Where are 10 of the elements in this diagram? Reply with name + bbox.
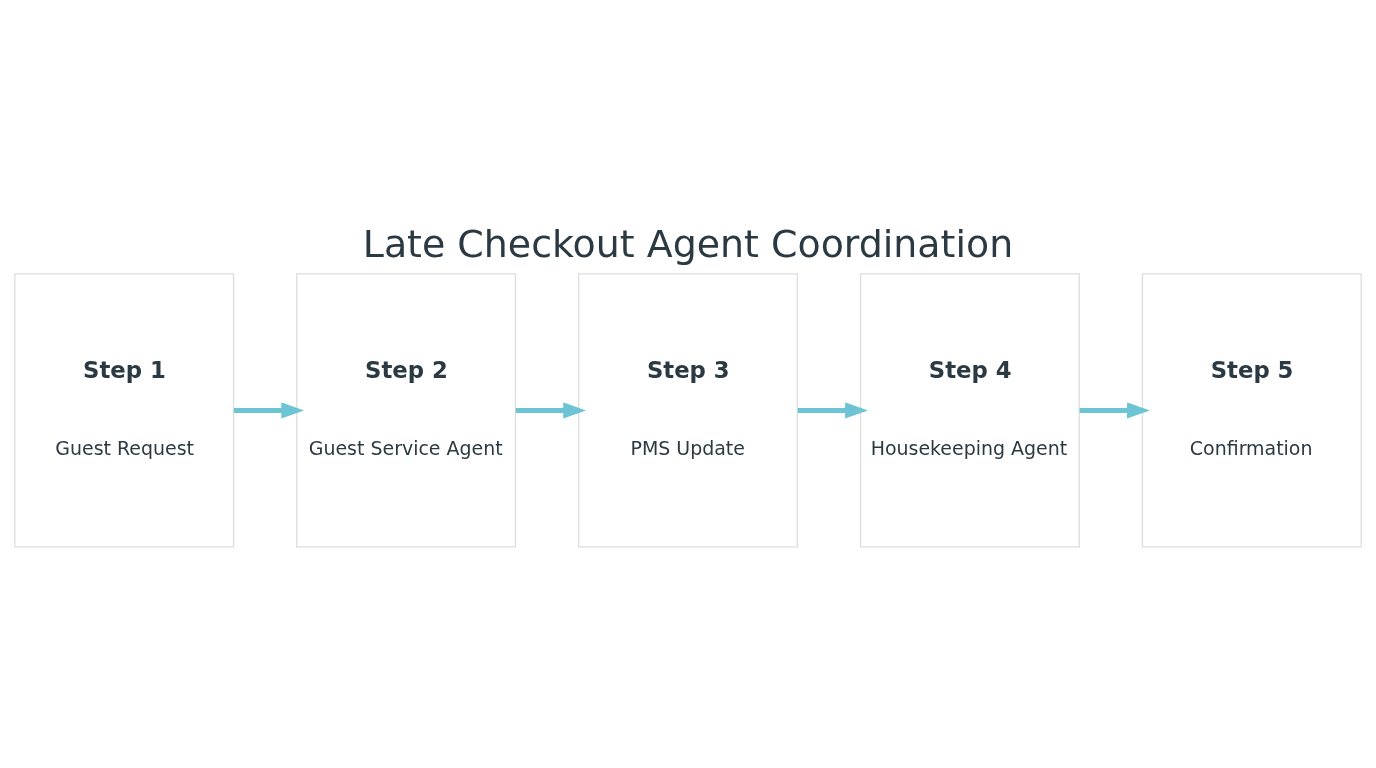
node-box: Step 1 Guest Request [14, 272, 235, 548]
arrow [515, 401, 587, 418]
node-box: Step 3 PMS Update [578, 272, 798, 548]
arrow [233, 401, 305, 418]
node-box: Step 4 Housekeeping Agent [859, 272, 1080, 548]
node-box: Step 5 Confirmation [1141, 272, 1362, 548]
node-box: Step 2 Guest Service Agent [296, 272, 517, 548]
arrow [797, 401, 868, 418]
arrow [1079, 401, 1150, 418]
diagram-title: Late Checkout Agent Coordination [362, 221, 1014, 266]
